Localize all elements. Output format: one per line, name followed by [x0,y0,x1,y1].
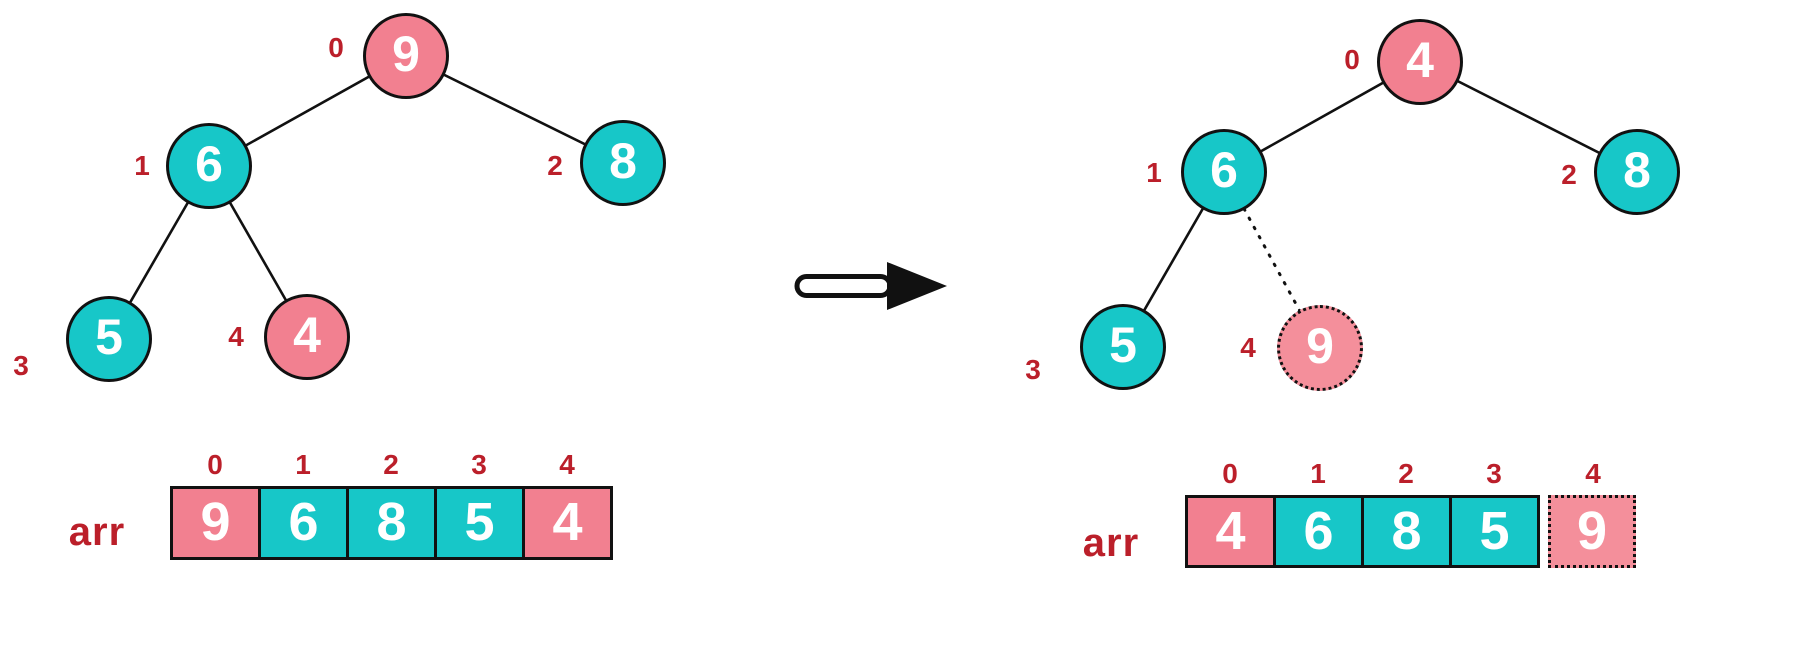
cell-index-label: 3 [1486,458,1502,489]
cell-index-label: 4 [1585,458,1601,489]
cell-index-label: 0 [1222,458,1238,489]
array-cell-after-swap-0: 4 [1185,495,1276,568]
array-name-label: arr [1082,521,1140,565]
cell-index-label: 2 [1398,458,1414,489]
tree-node-after-swap-1: 6 [1181,129,1267,215]
tree-node-before-swap-3: 5 [66,296,152,382]
array-cell-before-swap-0: 9 [170,486,261,560]
node-index-label: 3 [13,350,29,381]
node-index-label: 3 [1025,354,1041,385]
cell-index-label: 2 [383,449,399,480]
cell-index-label: 1 [295,449,311,480]
arrow-head [887,262,947,310]
array-cell-after-swap-4: 9 [1548,495,1636,568]
array-cell-before-swap-3: 5 [434,486,525,560]
node-index-label: 1 [1146,157,1162,188]
cell-index-label: 4 [559,449,575,480]
array-name-label: arr [68,510,126,554]
array-cell-before-swap-4: 4 [522,486,613,560]
cell-index-label: 0 [207,449,223,480]
tree-node-after-swap-3: 5 [1080,304,1166,390]
tree-node-after-swap-0: 4 [1377,19,1463,105]
tree-node-before-swap-2: 8 [580,120,666,206]
tree-node-before-swap-4: 4 [264,294,350,380]
node-index-label: 4 [1240,332,1256,363]
node-index-label: 2 [547,150,563,181]
array-cell-before-swap-2: 8 [346,486,437,560]
tree-node-before-swap-0: 9 [363,13,449,99]
cell-index-label: 1 [1310,458,1326,489]
cell-index-label: 3 [471,449,487,480]
tree-node-before-swap-1: 6 [166,123,252,209]
node-index-label: 2 [1561,159,1577,190]
tree-node-after-swap-4: 9 [1277,305,1363,391]
node-index-label: 0 [328,32,344,63]
array-cell-after-swap-2: 8 [1361,495,1452,568]
node-index-label: 4 [228,321,244,352]
node-index-label: 1 [134,150,150,181]
node-index-label: 0 [1344,44,1360,75]
tree-node-after-swap-2: 8 [1594,129,1680,215]
arrow-shaft [794,274,893,298]
array-cell-after-swap-1: 6 [1273,495,1364,568]
array-cell-before-swap-1: 6 [258,486,349,560]
array-cell-after-swap-3: 5 [1449,495,1540,568]
right-arrow-icon [794,262,947,310]
